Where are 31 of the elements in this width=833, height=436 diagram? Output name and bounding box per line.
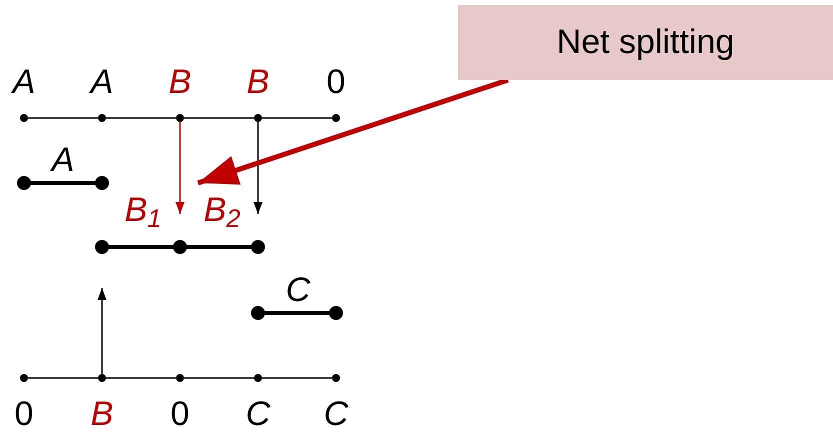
wire-line xyxy=(106,117,176,119)
arrow xyxy=(176,122,184,214)
signal-label: B xyxy=(90,397,114,431)
callout-text: Net splitting xyxy=(556,22,734,63)
arrow xyxy=(197,78,509,186)
signal-label: B$_{1}$ xyxy=(124,193,162,227)
signal-label: A xyxy=(52,143,74,177)
wire-line xyxy=(184,377,254,379)
signal-label: C xyxy=(246,397,270,431)
callout-box xyxy=(458,5,833,80)
signal-label: C xyxy=(286,273,310,307)
signal-label: 0 xyxy=(326,65,346,99)
net-segment xyxy=(95,240,265,254)
signal-label: B xyxy=(246,65,270,99)
wire-line xyxy=(28,117,98,119)
wire-line xyxy=(106,377,176,379)
wire-line xyxy=(262,117,332,119)
signal-label: C xyxy=(324,397,348,431)
signal-label: B xyxy=(168,65,192,99)
signal-label: A xyxy=(12,65,36,99)
net-segment xyxy=(251,306,343,320)
wire-line xyxy=(28,377,98,379)
signal-label: B$_{2}$ xyxy=(204,193,240,227)
signal-label: 0 xyxy=(170,397,190,431)
signal-label: 0 xyxy=(14,397,34,431)
wire-line xyxy=(184,117,254,119)
signal-label: A xyxy=(90,65,114,99)
net-segment xyxy=(17,176,109,190)
arrow xyxy=(98,288,106,374)
arrow xyxy=(254,122,262,214)
wire-line xyxy=(262,377,332,379)
